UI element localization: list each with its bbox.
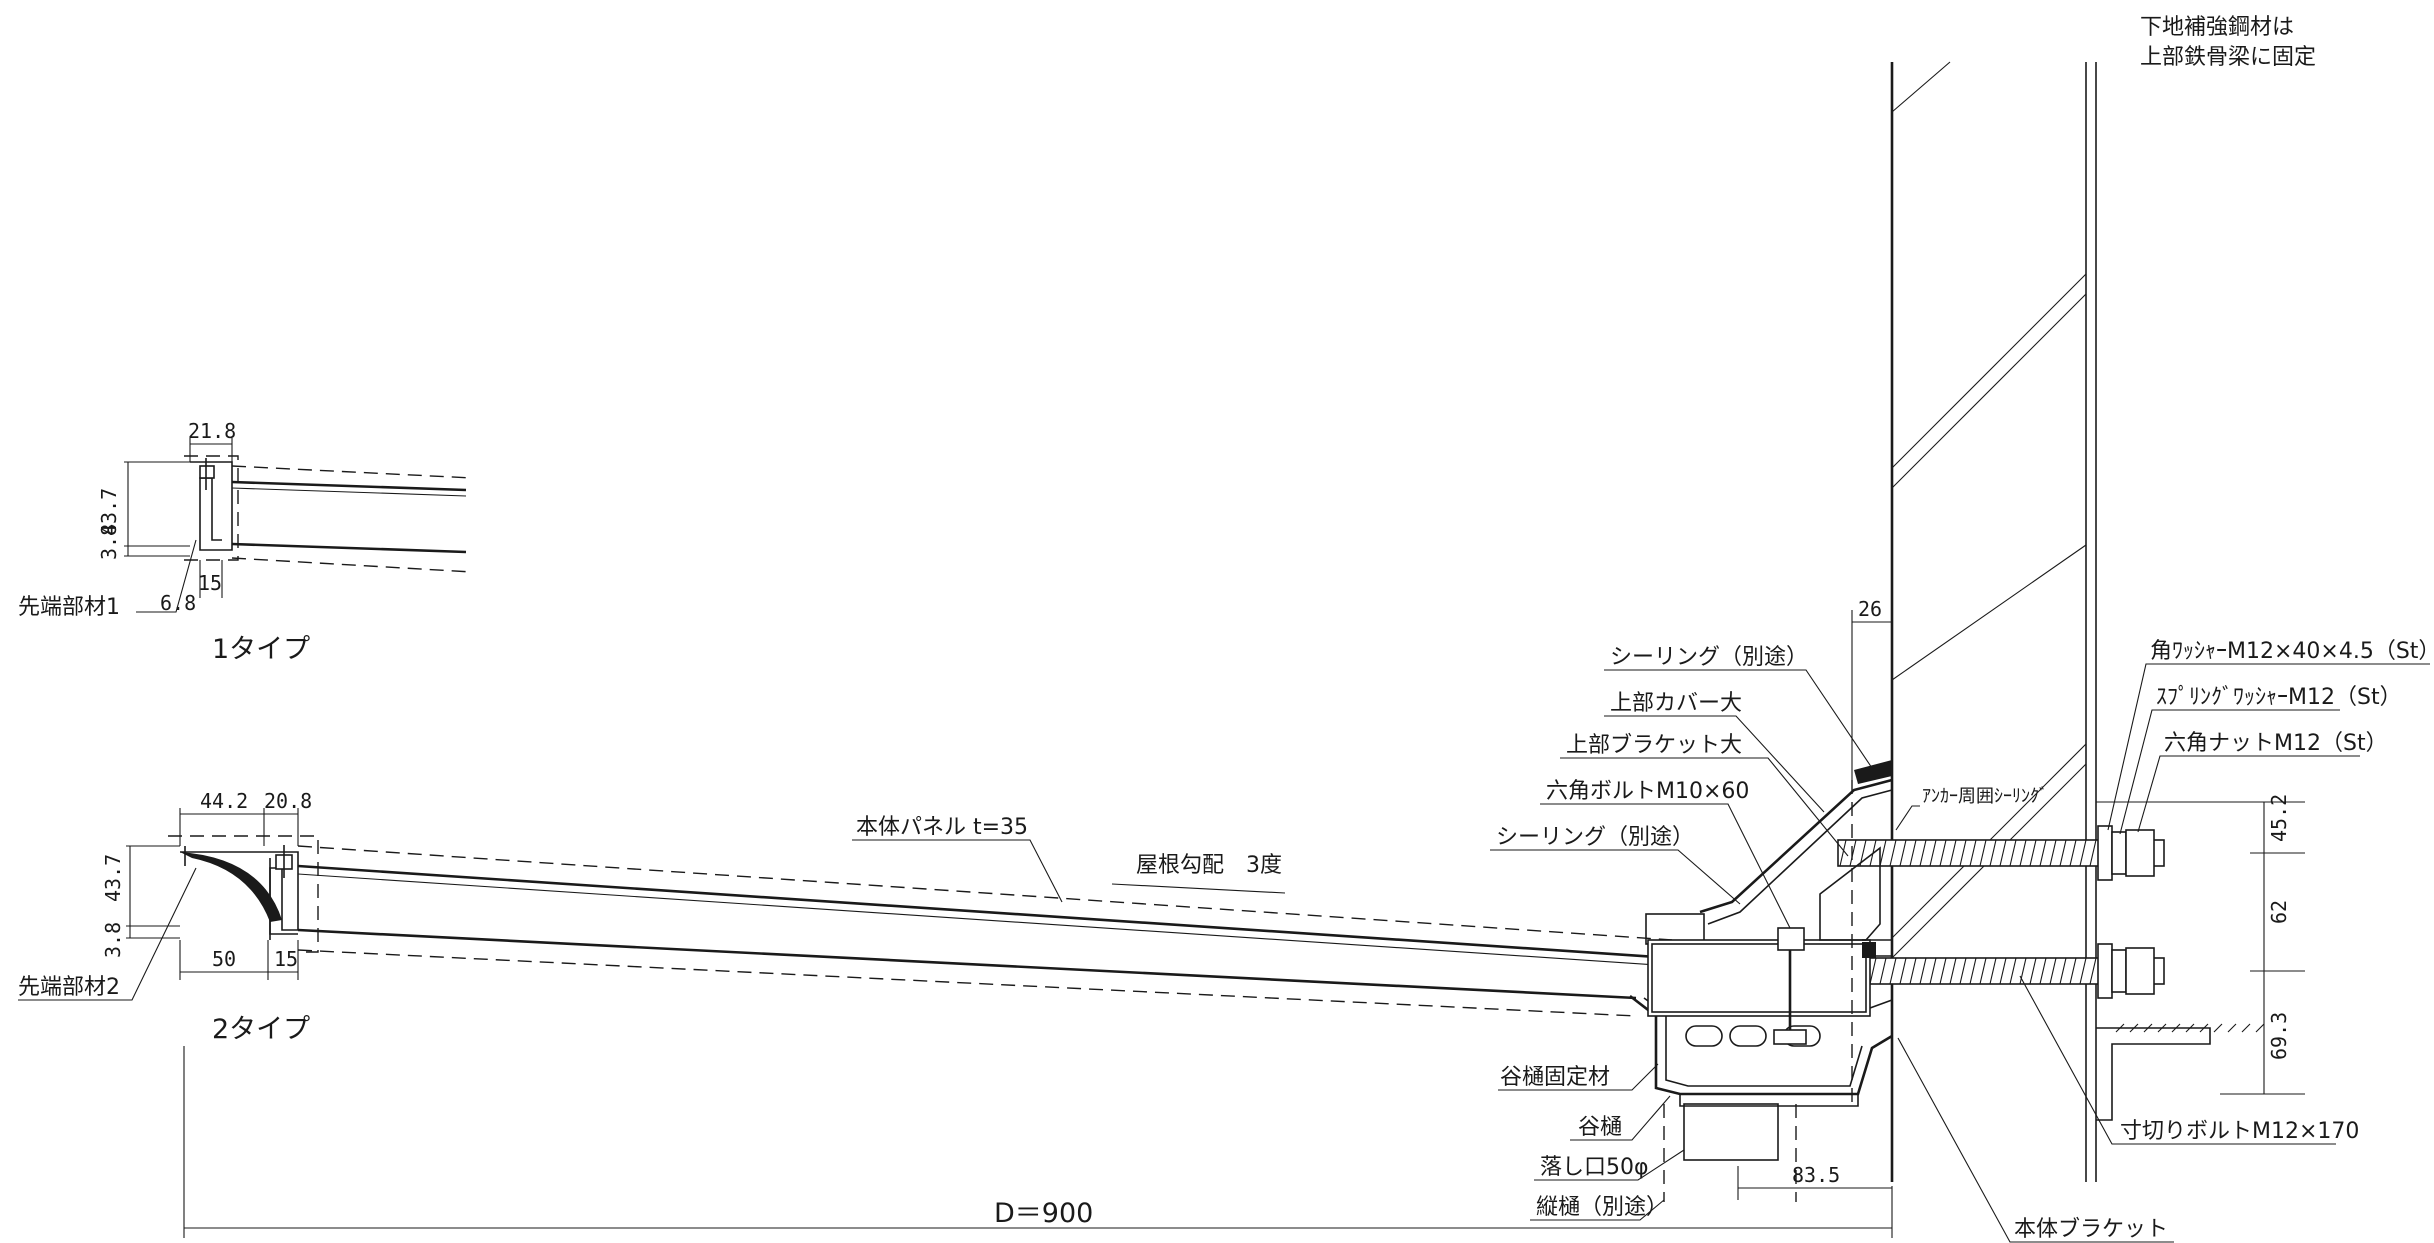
anchor-bolt-upper — [1837, 825, 2165, 881]
downpipe — [1663, 1103, 1797, 1202]
wall-structure — [1890, 61, 2305, 1182]
anchor-bolt-lower — [1837, 943, 2165, 999]
label-spring-washer: ｽﾌﾟﾘﾝｸﾞﾜｯｼｬｰM12（St） — [2156, 685, 2402, 710]
label-cut-bolt: 寸切りボルトM12×170 — [2120, 1119, 2359, 1144]
label-sealing-mid: シーリング（別途） — [1496, 825, 1694, 850]
dim-t1-height-a: 43.7 — [97, 488, 121, 536]
dim-t1-width: 21.8 — [188, 419, 236, 443]
label-main-panel: 本体パネル t=35 — [856, 815, 1028, 840]
label-type1: 1タイプ — [212, 634, 310, 665]
dim-outlet-offset: 83.5 — [1792, 1163, 1840, 1187]
type1-assembly — [184, 455, 473, 573]
tip-member-2-shape — [168, 835, 319, 953]
type2-dimensions: 44.2 20.8 43.7 3.8 50 15 先端部材2 2タイプ — [18, 789, 312, 1045]
label-upper-bracket: 上部ブラケット大 — [1566, 733, 1742, 758]
dim-t1-bottom-b: 15 — [198, 571, 222, 595]
label-tip-member-2: 先端部材2 — [18, 975, 120, 1000]
reinforcement-note: 下地補強鋼材は 上部鉄骨梁に固定 — [2140, 15, 2316, 70]
dim-bolt-c: 69.3 — [2267, 1012, 2291, 1060]
callouts: 本体パネル t=35 屋根勾配 3度 26 シーリング（別途） 上部カバー大 上… — [852, 597, 2434, 1243]
reinforcement-note-line2: 上部鉄骨梁に固定 — [2140, 45, 2316, 70]
dim-t2-bottom-b: 15 — [274, 947, 298, 971]
label-tip-member-1: 先端部材1 — [18, 595, 120, 620]
label-upper-cover: 上部カバー大 — [1610, 691, 1742, 716]
dim-bolt-b: 62 — [2267, 900, 2291, 924]
dim-overall-depth: D＝900 — [994, 1198, 1093, 1229]
label-body-bracket: 本体ブラケット — [2014, 1217, 2168, 1242]
dim-t2-height-a: 43.7 — [101, 854, 125, 902]
label-hex-bolt: 六角ボルトM10×60 — [1546, 779, 1749, 804]
dim-t2-top-a: 44.2 — [200, 789, 248, 813]
gutter-assembly — [1629, 760, 1893, 1110]
label-sealing-top: シーリング（別途） — [1610, 645, 1808, 670]
reinforcement-note-line1: 下地補強鋼材は — [2140, 15, 2294, 40]
main-roof-panel — [297, 845, 1673, 1017]
dim-t1-height-b: 3.8 — [97, 524, 121, 560]
type1-dimensions: 21.8 43.7 3.8 15 6.8 先端部材1 1タイプ — [18, 419, 310, 665]
dim-t2-bottom-a: 50 — [212, 947, 236, 971]
dim-t2-top-b: 20.8 — [264, 789, 312, 813]
label-drain-outlet: 落し口50φ — [1540, 1155, 1649, 1180]
label-gutter: 谷樋 — [1578, 1115, 1622, 1140]
label-gutter-fixing: 谷樋固定材 — [1500, 1065, 1610, 1090]
dim-t2-height-b: 3.8 — [101, 922, 125, 958]
dim-bolt-a: 45.2 — [2267, 794, 2291, 842]
overall-dimension: D＝900 — [183, 1046, 1893, 1238]
label-roof-pitch: 屋根勾配 3度 — [1136, 853, 1282, 878]
label-anchor-sealing: ｱﾝｶｰ周囲ｼｰﾘﾝｸﾞ — [1922, 786, 2048, 807]
label-downpipe: 縦樋（別途） — [1536, 1195, 1668, 1220]
label-hex-nut: 六角ナットM12（St） — [2164, 731, 2388, 756]
label-type2: 2タイプ — [212, 1014, 310, 1045]
dim-wall-gap: 26 — [1858, 597, 1882, 621]
label-square-washer: 角ﾜｯｼｬｰM12×40×4.5（St） — [2150, 639, 2434, 664]
